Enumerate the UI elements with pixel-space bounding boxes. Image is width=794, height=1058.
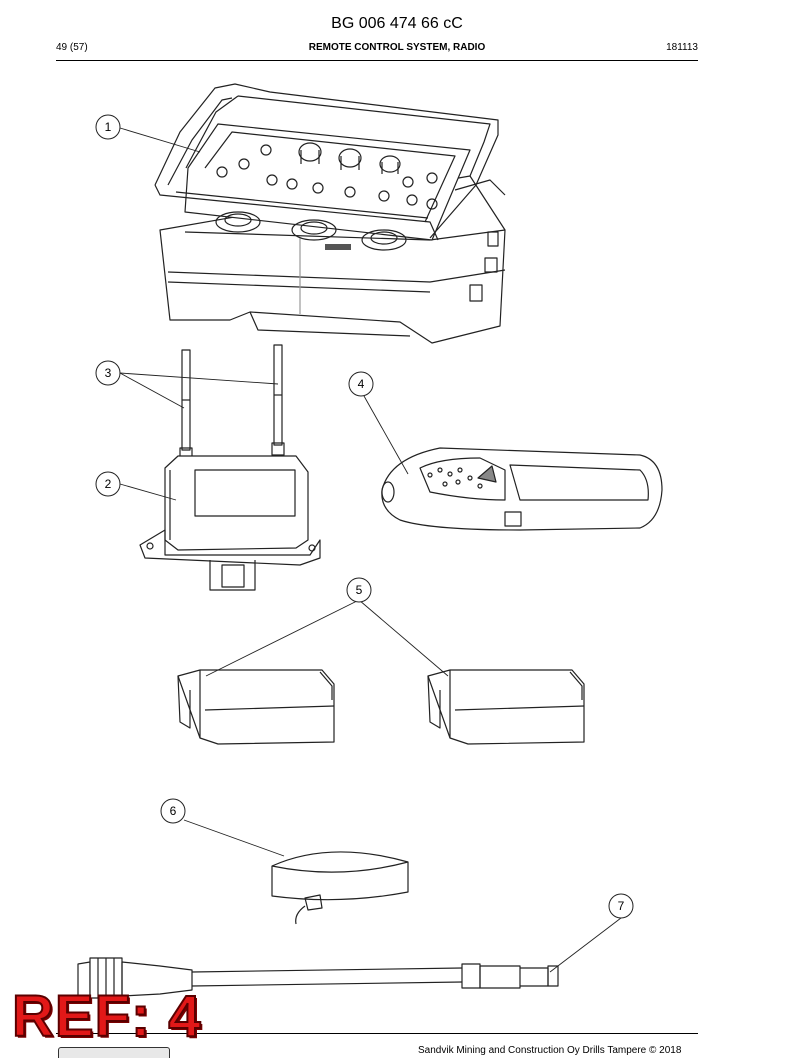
radio-receiver bbox=[139, 344, 321, 591]
battery-charger bbox=[381, 447, 663, 531]
callout-circles bbox=[95, 114, 634, 919]
footer-rule bbox=[56, 1033, 698, 1034]
callout-6: 6 bbox=[170, 804, 177, 818]
remote-control-transmitter bbox=[154, 83, 506, 344]
reference-stamp: REF: 4 bbox=[11, 984, 202, 1049]
section-title: REMOTE CONTROL SYSTEM, RADIO bbox=[308, 42, 486, 53]
document-code: BG 006 474 66 cC bbox=[331, 15, 463, 32]
callout-5: 5 bbox=[356, 583, 363, 597]
callout-7: 7 bbox=[618, 899, 625, 913]
leader-lines bbox=[119, 127, 622, 973]
callout-3: 3 bbox=[105, 366, 112, 380]
callout-4: 4 bbox=[358, 377, 365, 391]
battery-pack-right bbox=[427, 669, 585, 745]
battery-pack-left bbox=[177, 669, 335, 745]
date-code: 181113 bbox=[666, 42, 698, 53]
callout-2: 2 bbox=[105, 477, 112, 491]
page-number: 49 (57) bbox=[56, 42, 88, 53]
connection-cable bbox=[77, 957, 559, 999]
footer-copyright: Sandvik Mining and Construction Oy Drill… bbox=[418, 1045, 682, 1056]
callout-1: 1 bbox=[105, 120, 112, 134]
header-rule bbox=[56, 60, 698, 61]
wrist-strap bbox=[271, 851, 409, 925]
